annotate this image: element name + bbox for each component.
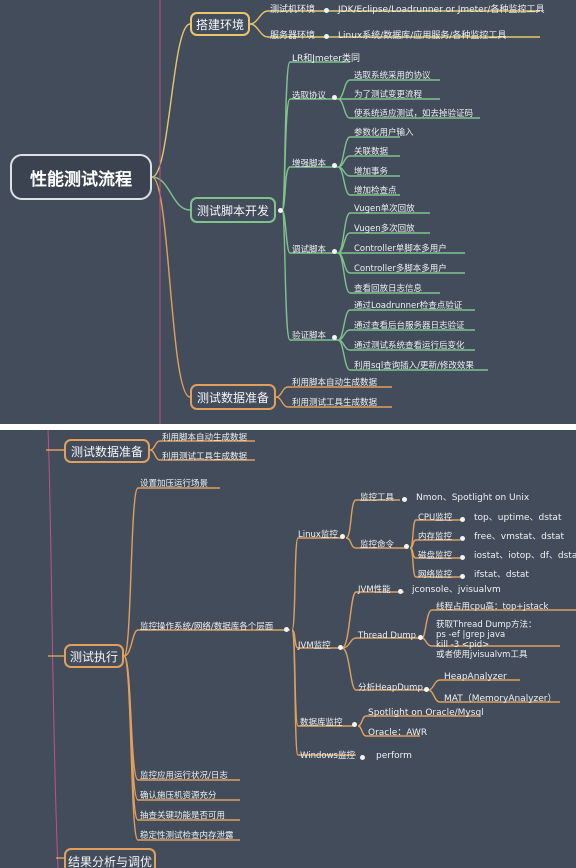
windows-value: perform bbox=[376, 751, 412, 761]
node-env: 搭建环境 bbox=[190, 12, 250, 36]
data-prep-item: 利用测试工具生成数据 bbox=[162, 452, 248, 462]
node-data-prep: 测试数据准备 bbox=[190, 384, 276, 410]
bullet-dot bbox=[338, 645, 343, 650]
cmd-value: iostat、iotop、df、dstat bbox=[474, 551, 576, 561]
thread-dump-item: 获取Thread Dump方法： bbox=[436, 620, 537, 630]
data-prep-item: 利用测试工具生成数据 bbox=[292, 398, 378, 408]
db-item: Spotlight on Oracle/Mysql bbox=[368, 708, 484, 718]
cmd-value: free、vmstat、dstat bbox=[474, 532, 565, 542]
bullet-dot bbox=[332, 249, 337, 254]
jvm-perf-label: JVM性能 bbox=[358, 585, 391, 595]
db-item: Oracle：AWR bbox=[368, 728, 428, 738]
bullet-dot bbox=[398, 589, 403, 594]
thread-dump-item: 线程占用cpu高：top+jstack bbox=[436, 602, 549, 612]
thread-dump-item: ps -ef |grep java bbox=[436, 630, 506, 640]
linux-tools-label: 监控工具 bbox=[360, 493, 395, 503]
script-dev-first: LR和Jmeter类同 bbox=[292, 54, 360, 64]
jvm-label: JVM监控 bbox=[298, 641, 331, 651]
node-result: 结果分析与调优 bbox=[64, 848, 156, 868]
root-node: 性能测试流程 bbox=[10, 154, 152, 200]
db-label: 数据库监控 bbox=[300, 718, 343, 728]
group-item: 使系统适应测试，如去掉验证码 bbox=[354, 109, 474, 119]
windows-label: Windows监控 bbox=[300, 751, 355, 761]
env-item-label: 服务器环境 bbox=[270, 31, 316, 41]
bullet-dot bbox=[460, 555, 465, 560]
cmd-value: top、uptime、dstat bbox=[474, 513, 562, 523]
connector-lines-top bbox=[151, 0, 540, 424]
mindmap-panel-top: 性能测试流程 搭建环境 测试机环境 JDK/Eclipse/Loadrunner… bbox=[0, 0, 576, 424]
data-prep-item: 利用脚本自动生成数据 bbox=[162, 433, 248, 443]
bullet-dot bbox=[360, 755, 365, 760]
group-item: Vugen多次回放 bbox=[354, 224, 415, 234]
node-data-prep: 测试数据准备 bbox=[64, 439, 150, 463]
group-item: 为了测试变更流程 bbox=[354, 90, 423, 100]
cmd-label: 磁盘监控 bbox=[418, 551, 453, 561]
thread-dump-item: kill -3 <pid> bbox=[436, 640, 490, 650]
bullet-dot bbox=[404, 544, 409, 549]
bullet-dot bbox=[402, 497, 407, 502]
group-item: 关联数据 bbox=[354, 147, 389, 157]
group-item: 增加检查点 bbox=[354, 186, 397, 196]
heapdump-label: 分析HeapDump bbox=[358, 683, 423, 693]
group-item: 通过查看后台服务器日志验证 bbox=[354, 321, 465, 331]
bullet-dot bbox=[340, 534, 345, 539]
bullet-dot bbox=[460, 517, 465, 522]
bullet-dot bbox=[284, 627, 289, 632]
group-item: Controller多脚本多用户 bbox=[354, 264, 447, 274]
bullet-dot bbox=[424, 687, 429, 692]
group-label: 选取协议 bbox=[292, 91, 327, 101]
jvm-perf-value: jconsole、jvisualvm bbox=[412, 585, 501, 595]
bullet-dot bbox=[460, 536, 465, 541]
mindmap-panel-bottom: 测试数据准备 利用脚本自动生成数据 利用测试工具生成数据 测试执行 设置加压运行… bbox=[0, 430, 576, 868]
linux-label: Linux监控 bbox=[298, 530, 338, 540]
execution-bottom-item: 稳定性测试检查内存泄露 bbox=[140, 831, 234, 841]
group-item: 通过测试系统查看运行后变化 bbox=[354, 341, 465, 351]
heapdump-item: HeapAnalyzer bbox=[444, 672, 507, 682]
group-label: 增强脚本 bbox=[292, 159, 327, 169]
execution-setup: 设置加压运行场景 bbox=[140, 479, 209, 489]
node-script-dev: 测试脚本开发 bbox=[190, 197, 276, 223]
data-prep-item: 利用脚本自动生成数据 bbox=[292, 378, 378, 388]
group-item: 选取系统采用的协议 bbox=[354, 71, 431, 81]
env-item-value: JDK/Eclipse/Loadrunner or Jmeter/各种监控工具 bbox=[338, 5, 545, 15]
thread-dump-label: Thread Dump bbox=[358, 631, 417, 641]
group-item: 利用sql查询插入/更新/修改效果 bbox=[354, 361, 474, 371]
cmd-label: 网络监控 bbox=[418, 570, 453, 580]
bullet-dot bbox=[352, 722, 357, 727]
bullet-dot bbox=[332, 163, 337, 168]
group-item: Controller单脚本多用户 bbox=[354, 244, 447, 254]
group-item: 通过Loadrunner检查点验证 bbox=[354, 301, 463, 311]
execution-bottom-item: 抽查关键功能是否可用 bbox=[140, 811, 226, 821]
cmd-label: CPU监控 bbox=[418, 513, 453, 523]
bullet-dot bbox=[278, 208, 283, 213]
group-label: 验证脚本 bbox=[292, 331, 327, 341]
connector-lines-bottom bbox=[45, 430, 576, 868]
linux-cmd-label: 监控命令 bbox=[360, 540, 395, 550]
bullet-dot bbox=[324, 34, 329, 39]
linux-tools-value: Nmon、Spotlight on Unix bbox=[416, 493, 530, 503]
env-item-value: Linux系统/数据库/应用服务/各种监控工具 bbox=[338, 31, 507, 41]
group-label: 调试脚本 bbox=[292, 245, 327, 255]
bullet-dot bbox=[418, 635, 423, 640]
bullet-dot bbox=[332, 335, 337, 340]
env-item-label: 测试机环境 bbox=[270, 5, 316, 15]
group-item: 增加事务 bbox=[354, 167, 389, 177]
group-item: Vugen单次回放 bbox=[354, 204, 415, 214]
group-item: 查看回放日志信息 bbox=[354, 284, 423, 294]
bullet-dot bbox=[324, 8, 329, 13]
execution-bottom-item: 确认施压机资源充分 bbox=[140, 791, 217, 801]
panel-separator bbox=[0, 424, 576, 430]
bullet-dot bbox=[460, 574, 465, 579]
heapdump-item: MAT（MemoryAnalyzer） bbox=[444, 694, 557, 704]
group-item: 参数化用户输入 bbox=[354, 128, 414, 138]
cmd-label: 内存监控 bbox=[418, 532, 453, 542]
execution-monitor: 监控操作系统/网络/数据库各个层面 bbox=[140, 622, 274, 632]
bullet-dot bbox=[332, 95, 337, 100]
cmd-value: ifstat、dstat bbox=[474, 570, 529, 580]
node-execution: 测试执行 bbox=[64, 644, 124, 668]
thread-dump-item: 或者使用jvisualvm工具 bbox=[436, 650, 528, 660]
execution-bottom-item: 监控应用运行状况/日志 bbox=[140, 771, 228, 781]
